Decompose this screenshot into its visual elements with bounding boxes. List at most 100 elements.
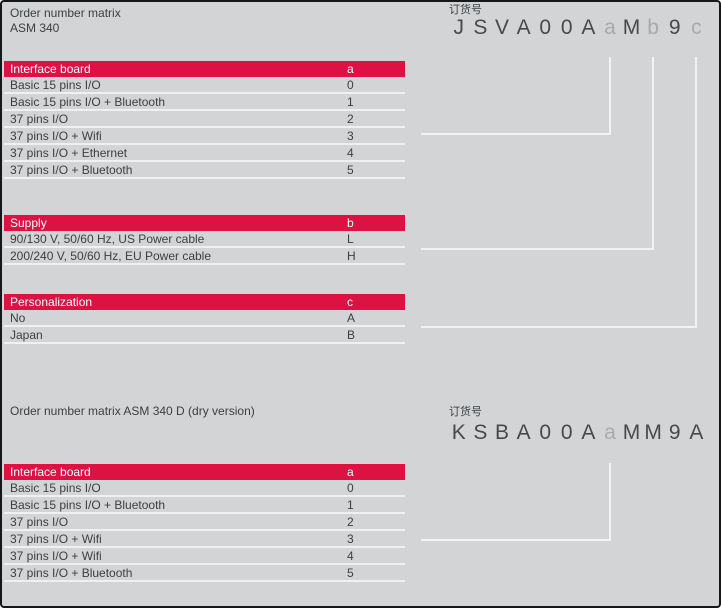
order-code-char: M	[622, 16, 641, 39]
table-row: 37 pins I/O + Bluetooth 5	[4, 162, 405, 179]
option-label: Japan	[10, 328, 43, 342]
order-code-char: A	[581, 421, 596, 444]
option-code-value: 4	[347, 549, 354, 563]
table-header-row: Personalization c	[4, 294, 405, 310]
section1-title: Order number matrix ASM 340	[10, 6, 121, 36]
order-code-char: 9	[668, 421, 681, 444]
connector-a1-vertical-line	[609, 57, 611, 135]
option-label: 37 pins I/O	[10, 515, 69, 529]
option-label: Basic 15 pins I/O	[10, 78, 101, 92]
table-header-row: Supply b	[4, 215, 405, 231]
order-code-char: A	[581, 16, 596, 39]
connector-a2-horizontal-line	[421, 539, 611, 541]
option-code-value: 5	[347, 163, 354, 177]
table-header-label: Supply	[10, 216, 47, 230]
table-header-label: Interface board	[10, 465, 91, 479]
section2-order-number-label: 订货号	[449, 406, 482, 418]
connector-a1-horizontal-line	[421, 133, 611, 135]
order-code-char: J	[453, 16, 465, 39]
option-label: 90/130 V, 50/60 Hz, US Power cable	[10, 232, 205, 246]
order-code-char: a	[604, 421, 616, 444]
option-code-value: B	[347, 328, 356, 342]
option-code-value: 0	[347, 78, 354, 92]
order-code-char: 0	[560, 421, 573, 444]
order-code-char: A	[516, 16, 531, 39]
order-code-char: a	[604, 16, 616, 39]
table-row: 37 pins I/O 2	[4, 111, 405, 128]
option-label: Basic 15 pins I/O + Bluetooth	[10, 95, 166, 109]
order-code-char: S	[473, 16, 488, 39]
option-label: 37 pins I/O + Wifi	[10, 532, 102, 546]
connector-a2-vertical-line	[609, 463, 611, 541]
option-label: 37 pins I/O + Bluetooth	[10, 163, 133, 177]
order-code-char: M	[644, 421, 662, 444]
order-code-char: 9	[668, 16, 681, 39]
section2-title: Order number matrix ASM 340 D (dry versi…	[10, 404, 255, 418]
option-label: Basic 15 pins I/O + Bluetooth	[10, 498, 166, 512]
section1-order-number-label: 订货号	[449, 4, 482, 16]
connector-c1-horizontal-line	[421, 326, 697, 328]
table-header-row: Interface board a	[4, 464, 405, 480]
order-code-char: B	[494, 421, 509, 444]
table-header-code-column: b	[347, 216, 354, 230]
table-row: 37 pins I/O + Ethernet 4	[4, 145, 405, 162]
table-header-code-column: a	[347, 465, 354, 479]
order-code-char: b	[647, 16, 659, 39]
order-code-char: A	[516, 421, 531, 444]
table-header-code-column: a	[347, 62, 354, 76]
connector-b1-vertical-line	[652, 57, 654, 250]
connector-c1-vertical-line	[695, 57, 697, 328]
table-row: 37 pins I/O + Wifi 3	[4, 531, 405, 548]
table-row: Basic 15 pins I/O 0	[4, 480, 405, 497]
section1-title-line2: ASM 340	[10, 21, 60, 35]
option-label: No	[10, 311, 26, 325]
table-row: 37 pins I/O + Wifi 4	[4, 548, 405, 565]
table-row: Basic 15 pins I/O + Bluetooth 1	[4, 497, 405, 514]
option-code-value: 1	[347, 95, 354, 109]
option-label: 200/240 V, 50/60 Hz, EU Power cable	[10, 249, 212, 263]
option-label: 37 pins I/O + Wifi	[10, 129, 102, 143]
option-code-value: 3	[347, 129, 354, 143]
order-code-char: 0	[539, 16, 552, 39]
table-row: Japan B	[4, 327, 405, 344]
option-code-value: 5	[347, 566, 354, 580]
connector-b1-horizontal-line	[421, 248, 654, 250]
order-code-char: 0	[539, 421, 552, 444]
option-code-value: 0	[347, 481, 354, 495]
table-row: 90/130 V, 50/60 Hz, US Power cable L	[4, 231, 405, 248]
option-code-value: H	[347, 249, 356, 263]
option-label: Basic 15 pins I/O	[10, 481, 101, 495]
table-row: 37 pins I/O + Wifi 3	[4, 128, 405, 145]
order-code-char: V	[494, 16, 509, 39]
order-code-char: K	[451, 421, 466, 444]
option-label: 37 pins I/O + Ethernet	[10, 146, 128, 160]
table-header-code-column: c	[347, 295, 353, 309]
table-header-label: Interface board	[10, 62, 91, 76]
table-row: 37 pins I/O 2	[4, 514, 405, 531]
order-code-char: S	[473, 421, 488, 444]
option-code-value: 2	[347, 515, 354, 529]
option-code-value: L	[347, 232, 354, 246]
option-code-value: 3	[347, 532, 354, 546]
order-code-char: A	[689, 421, 704, 444]
option-label: 37 pins I/O + Wifi	[10, 549, 102, 563]
option-code-value: 1	[347, 498, 354, 512]
option-code-value: 2	[347, 112, 354, 126]
option-label: 37 pins I/O + Bluetooth	[10, 566, 133, 580]
order-code-char: c	[691, 16, 702, 39]
table-header-label: Personalization	[10, 295, 93, 309]
order-code-char: M	[622, 421, 641, 444]
option-label: 37 pins I/O	[10, 112, 69, 126]
option-code-value: 4	[347, 146, 354, 160]
table-header-row: Interface board a	[4, 61, 405, 77]
section1-title-line1: Order number matrix	[10, 6, 121, 20]
table-row: Basic 15 pins I/O 0	[4, 77, 405, 94]
